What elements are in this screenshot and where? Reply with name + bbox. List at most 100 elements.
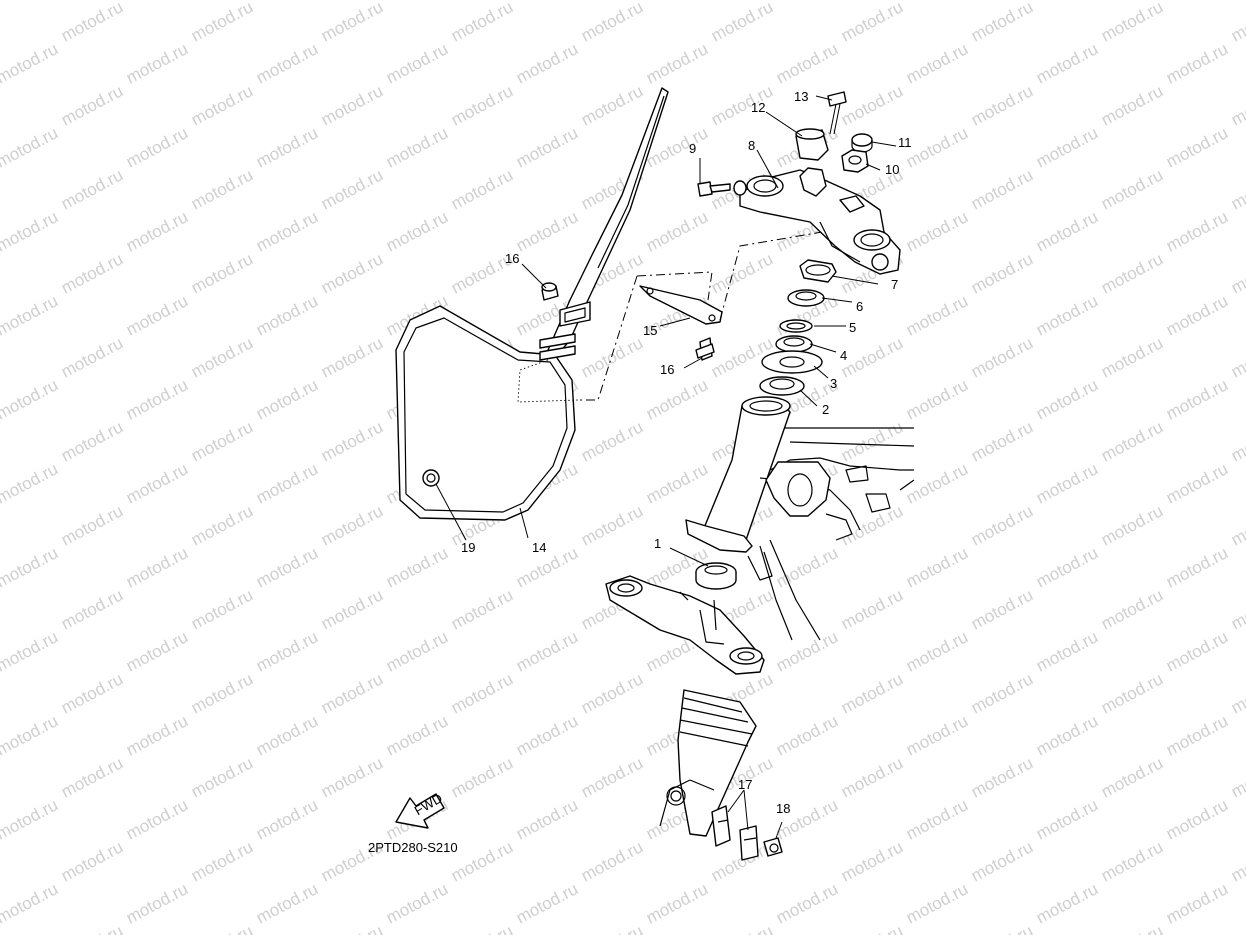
watermark-text-9: motod.ru (1163, 0, 1231, 4)
watermark-text-172: motod.ru (513, 627, 581, 675)
watermark-text-79: motod.ru (708, 249, 776, 297)
watermark-text-36: motod.ru (578, 81, 646, 129)
watermark-text-145: motod.ru (1098, 501, 1166, 549)
watermark-text-251: motod.ru (1228, 921, 1246, 935)
watermark-text-118: motod.ru (318, 417, 386, 465)
watermark-text-238: motod.ru (903, 879, 971, 927)
watermark-text-0: motod.ru (0, 0, 61, 4)
watermark-text-62: motod.ru (1228, 165, 1246, 213)
watermark-text-174: motod.ru (773, 627, 841, 675)
watermark-text-64: motod.ru (123, 207, 191, 255)
stem-stack (759, 259, 837, 396)
callout-5: 5 (849, 320, 856, 335)
watermark-text-230: motod.ru (1228, 837, 1246, 885)
watermark-text-156: motod.ru (1163, 543, 1231, 591)
watermark-text-107: motod.ru (253, 375, 321, 423)
watermark-text-105: motod.ru (0, 375, 61, 423)
watermark-text-166: motod.ru (1098, 585, 1166, 633)
watermark-text-41: motod.ru (1228, 81, 1246, 129)
watermark-text-63: motod.ru (0, 207, 61, 255)
watermark-text-6: motod.ru (773, 0, 841, 4)
watermark-text-12: motod.ru (188, 0, 256, 46)
watermark-text-1: motod.ru (123, 0, 191, 4)
lower-bracket (605, 562, 765, 675)
fork-leg (659, 689, 757, 837)
watermark-text-11: motod.ru (58, 0, 126, 46)
watermark-text-127: motod.ru (123, 459, 191, 507)
watermark-text-134: motod.ru (1033, 459, 1101, 507)
callout-6: 6 (856, 299, 863, 314)
watermark-text-234: motod.ru (383, 879, 451, 927)
watermark-text-72: motod.ru (1163, 207, 1231, 255)
watermark-text-54: motod.ru (188, 165, 256, 213)
watermark-text-124: motod.ru (1098, 417, 1166, 465)
watermark-text-21: motod.ru (0, 39, 61, 87)
callout-7: 7 (891, 277, 898, 292)
watermark-text-66: motod.ru (383, 207, 451, 255)
watermark-text-106: motod.ru (123, 375, 191, 423)
watermark-text-26: motod.ru (643, 39, 711, 87)
callout-11: 11 (898, 135, 912, 150)
watermark-text-195: motod.ru (773, 711, 841, 759)
watermark-text-243: motod.ru (188, 921, 256, 935)
watermark-text-155: motod.ru (1033, 543, 1101, 591)
watermark-text-200: motod.ru (58, 753, 126, 801)
watermark-text-153: motod.ru (773, 543, 841, 591)
watermark-text-154: motod.ru (903, 543, 971, 591)
watermark-text-211: motod.ru (123, 795, 191, 843)
watermark-text-56: motod.ru (448, 165, 516, 213)
watermark-text-32: motod.ru (58, 81, 126, 129)
watermark-text-170: motod.ru (253, 627, 321, 675)
watermark-text-114: motod.ru (1163, 375, 1231, 423)
bracket (578, 231, 823, 401)
watermark-text-85: motod.ru (123, 291, 191, 339)
watermark-text-167: motod.ru (1228, 585, 1246, 633)
number-plate (395, 87, 669, 521)
watermark-text-189: motod.ru (0, 711, 61, 759)
watermark-text-147: motod.ru (0, 543, 61, 591)
watermark-text-131: motod.ru (643, 459, 711, 507)
watermark-text-196: motod.ru (903, 711, 971, 759)
watermark-text-82: motod.ru (1098, 249, 1166, 297)
watermark-text-183: motod.ru (578, 669, 646, 717)
watermark-text-74: motod.ru (58, 249, 126, 297)
watermark-text-202: motod.ru (318, 753, 386, 801)
watermark-text-113: motod.ru (1033, 375, 1101, 423)
watermark-text-192: motod.ru (383, 711, 451, 759)
callout-19: 19 (461, 540, 475, 555)
watermark-text-164: motod.ru (838, 585, 906, 633)
watermark-text-92: motod.ru (1033, 291, 1101, 339)
watermark-text-18: motod.ru (968, 0, 1036, 46)
watermark-text-123: motod.ru (968, 417, 1036, 465)
guides (711, 805, 783, 861)
watermark-text-198: motod.ru (1163, 711, 1231, 759)
watermark-text-222: motod.ru (188, 837, 256, 885)
watermark-text-224: motod.ru (448, 837, 516, 885)
watermark-text-102: motod.ru (968, 333, 1036, 381)
watermark-text-218: motod.ru (1033, 795, 1101, 843)
watermark-text-68: motod.ru (643, 207, 711, 255)
frame (685, 396, 915, 641)
watermark-text-181: motod.ru (318, 669, 386, 717)
watermark-text-141: motod.ru (578, 501, 646, 549)
watermark-text-65: motod.ru (253, 207, 321, 255)
watermark-text-20: motod.ru (1228, 0, 1246, 46)
watermark-text-126: motod.ru (0, 459, 61, 507)
watermark-text-245: motod.ru (448, 921, 516, 935)
watermark-text-93: motod.ru (1163, 291, 1231, 339)
watermark-text-204: motod.ru (578, 753, 646, 801)
watermark-text-50: motod.ru (1033, 123, 1101, 171)
watermark-text-30: motod.ru (1163, 39, 1231, 87)
watermark-text-104: motod.ru (1228, 333, 1246, 381)
watermark-text-148: motod.ru (123, 543, 191, 591)
watermark-text-242: motod.ru (58, 921, 126, 935)
watermark-text-27: motod.ru (773, 39, 841, 87)
watermark-text-171: motod.ru (383, 627, 451, 675)
callout-12: 12 (751, 100, 765, 115)
watermark-text-168: motod.ru (0, 627, 61, 675)
watermark-text-249: motod.ru (968, 921, 1036, 935)
watermark-text-212: motod.ru (253, 795, 321, 843)
watermark-text-240: motod.ru (1163, 879, 1231, 927)
watermark-text-15: motod.ru (578, 0, 646, 46)
